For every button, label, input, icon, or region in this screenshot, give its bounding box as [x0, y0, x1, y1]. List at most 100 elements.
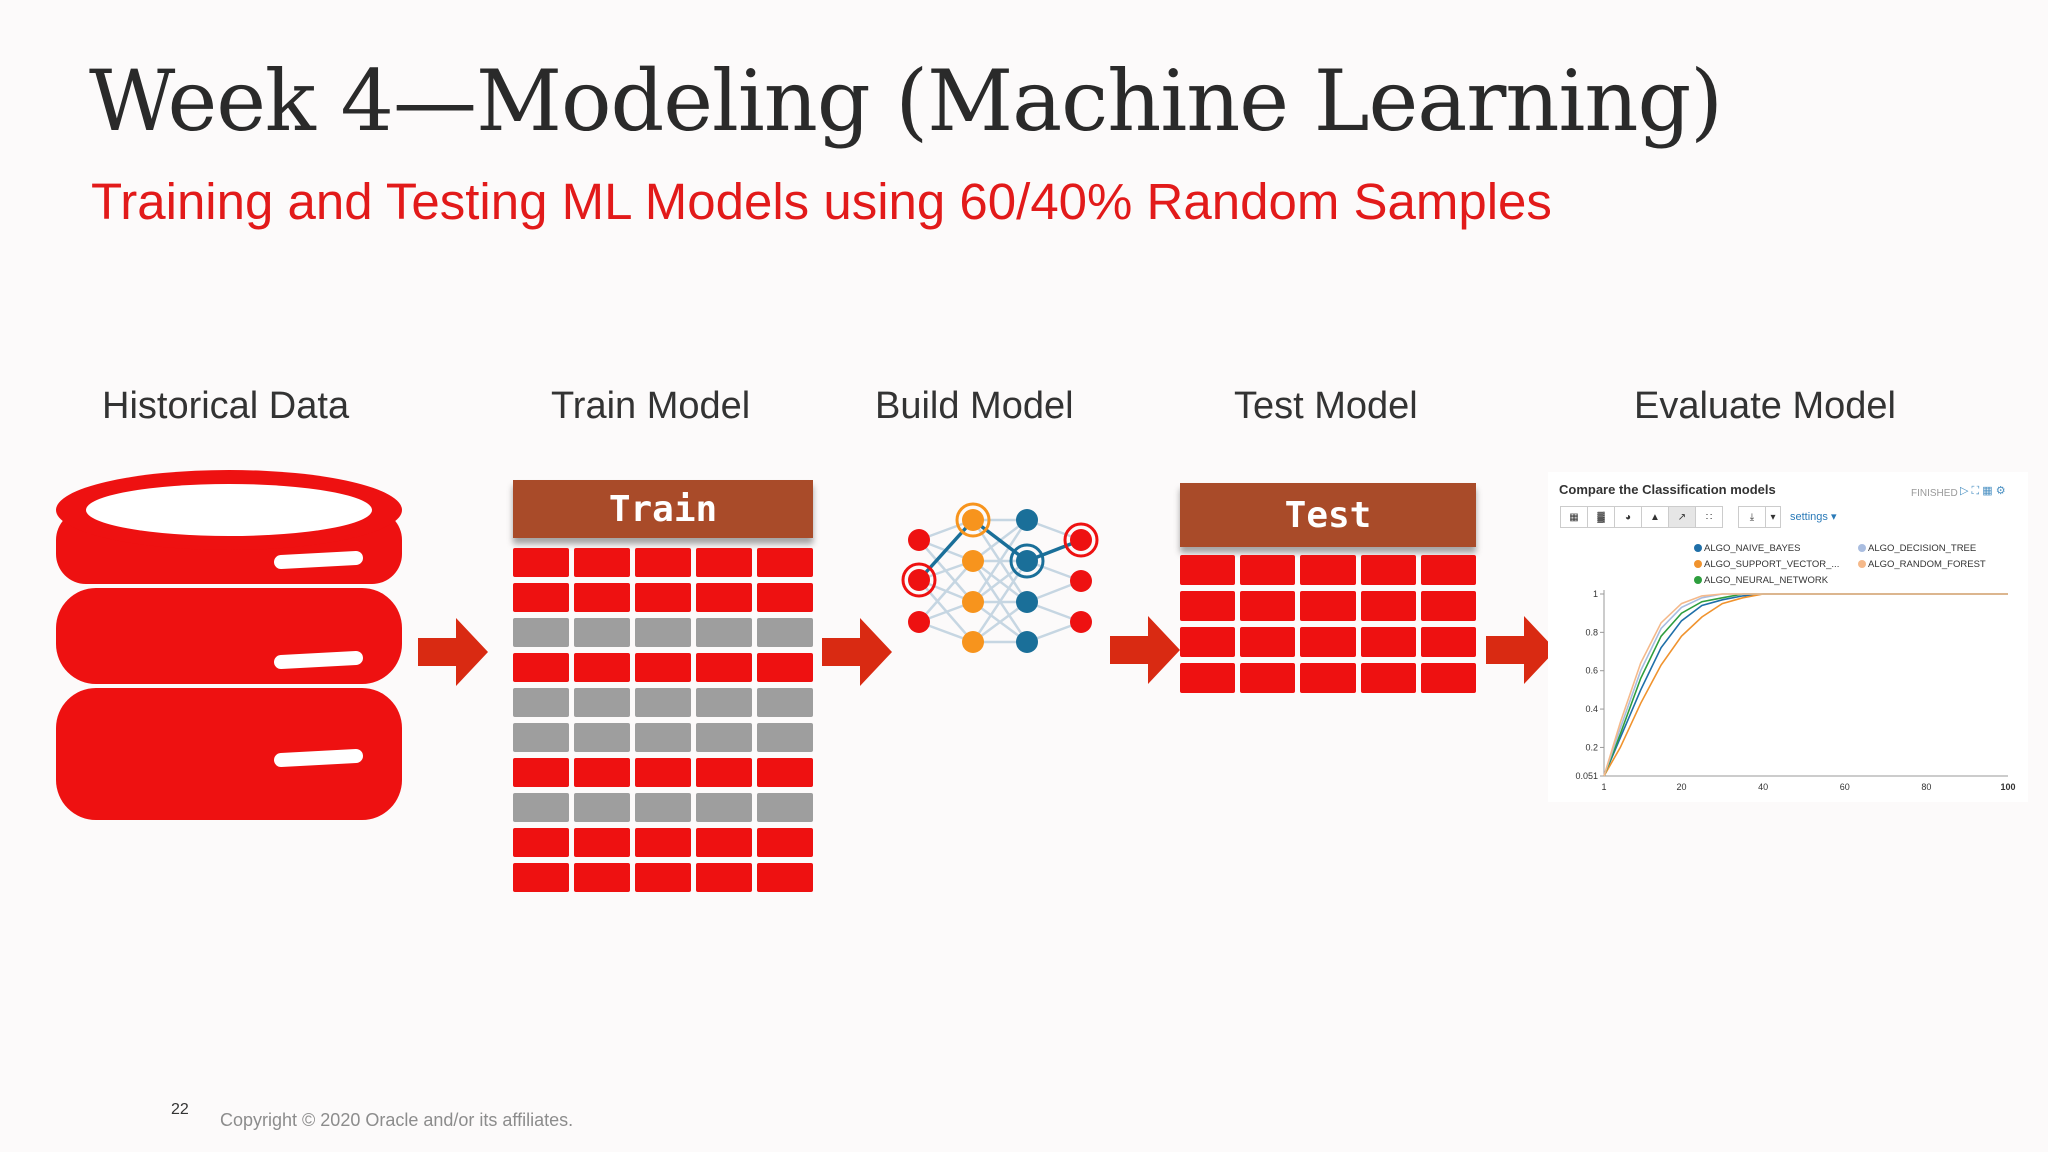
- table-cell: [1180, 591, 1236, 621]
- table-cell: [635, 653, 691, 682]
- table-cell: [696, 758, 752, 787]
- table-cell: [635, 793, 691, 822]
- table-cell: [757, 723, 813, 752]
- hide-icon[interactable]: ▦: [1982, 485, 1993, 497]
- y-tick-label: 0.4: [1585, 704, 1598, 714]
- table-cell: [513, 758, 569, 787]
- gear-icon[interactable]: ⚙: [1995, 485, 2006, 497]
- table-cell: [1360, 591, 1416, 621]
- table-cell: [757, 828, 813, 857]
- y-tick-label: 0.051: [1575, 771, 1598, 781]
- table-cell: [574, 688, 630, 717]
- train-data-table: [513, 548, 813, 892]
- series-line: [1603, 593, 2008, 777]
- table-icon[interactable]: ▦: [1560, 506, 1588, 528]
- table-cell: [757, 548, 813, 577]
- table-cell: [635, 723, 691, 752]
- table-cell: [574, 758, 630, 787]
- arrow-right-icon: [1110, 616, 1180, 684]
- table-cell: [757, 653, 813, 682]
- table-cell: [513, 618, 569, 647]
- step-label-build-model: Build Model: [875, 385, 1074, 427]
- legend-swatch: [1694, 544, 1702, 552]
- series-line: [1603, 593, 2008, 777]
- table-cell: [757, 688, 813, 717]
- table-cell: [1300, 663, 1356, 693]
- arrow-right-icon: [418, 618, 488, 686]
- legend-item: ALGO_NAIVE_BAYES: [1694, 543, 1800, 554]
- table-cell: [696, 653, 752, 682]
- table-cell: [1420, 555, 1476, 585]
- table-cell: [757, 618, 813, 647]
- series-line: [1603, 593, 2008, 777]
- panel-title: Compare the Classification models: [1559, 482, 1776, 497]
- legend-swatch: [1858, 544, 1866, 552]
- table-cell: [574, 653, 630, 682]
- legend-swatch: [1858, 560, 1866, 568]
- table-cell: [696, 583, 752, 612]
- table-cell: [513, 828, 569, 857]
- legend-item: ALGO_SUPPORT_VECTOR_...: [1694, 559, 1839, 570]
- table-cell: [757, 758, 813, 787]
- step-label-evaluate-model: Evaluate Model: [1634, 385, 1896, 427]
- arrow-right-icon: [822, 618, 892, 686]
- table-cell: [1360, 555, 1416, 585]
- table-cell: [635, 583, 691, 612]
- settings-link[interactable]: settings ▾: [1790, 511, 1837, 523]
- x-tick-label: 60: [1840, 782, 1850, 792]
- table-cell: [696, 828, 752, 857]
- table-cell: [635, 828, 691, 857]
- legend-label: ALGO_DECISION_TREE: [1868, 543, 1977, 554]
- table-cell: [1360, 627, 1416, 657]
- table-cell: [513, 863, 569, 892]
- scatter-chart-icon[interactable]: ∷: [1695, 506, 1723, 528]
- legend-item: ALGO_RANDOM_FOREST: [1858, 559, 1986, 570]
- database-icon: [56, 470, 402, 820]
- table-cell: [574, 723, 630, 752]
- table-cell: [696, 863, 752, 892]
- panel-tools: ▷ ⛶ ▦ ⚙: [1960, 484, 2006, 498]
- table-cell: [696, 793, 752, 822]
- legend-swatch: [1694, 560, 1702, 568]
- line-chart-icon[interactable]: ↗: [1668, 506, 1696, 528]
- step-label-historical-data: Historical Data: [102, 385, 350, 427]
- series-line: [1603, 593, 2008, 777]
- table-cell: [1240, 555, 1296, 585]
- download-toolbar: ⤓ ▾: [1738, 506, 1781, 528]
- legend-swatch: [1694, 576, 1702, 584]
- table-cell: [696, 688, 752, 717]
- run-icon[interactable]: ▷: [1960, 485, 1969, 497]
- legend-label: ALGO_RANDOM_FOREST: [1868, 559, 1986, 570]
- table-cell: [1300, 627, 1356, 657]
- table-cell: [513, 548, 569, 577]
- neural-network-icon: [901, 502, 1099, 653]
- arrow-right-icon: [1486, 616, 1556, 684]
- table-cell: [1420, 663, 1476, 693]
- table-cell: [513, 653, 569, 682]
- status-badge: FINISHED: [1911, 488, 1958, 499]
- table-cell: [513, 793, 569, 822]
- table-cell: [1360, 663, 1416, 693]
- table-cell: [574, 548, 630, 577]
- x-tick-label: 1: [1601, 782, 1606, 792]
- table-cell: [757, 793, 813, 822]
- y-tick-label: 0.6: [1585, 666, 1598, 676]
- table-cell: [1240, 663, 1296, 693]
- evaluation-panel: Compare the Classification models FINISH…: [1548, 472, 2028, 802]
- table-cell: [696, 723, 752, 752]
- x-tick-label: 20: [1677, 782, 1687, 792]
- copyright-notice: Copyright © 2020 Oracle and/or its affil…: [220, 1110, 574, 1130]
- chevron-down-icon[interactable]: ▾: [1765, 506, 1781, 528]
- table-cell: [1240, 627, 1296, 657]
- legend-label: ALGO_NEURAL_NETWORK: [1704, 575, 1829, 586]
- slide-subtitle: Training and Testing ML Models using 60/…: [91, 173, 1552, 230]
- area-chart-icon[interactable]: ▲: [1641, 506, 1669, 528]
- table-cell: [757, 583, 813, 612]
- page-number: 22: [171, 1101, 189, 1118]
- table-cell: [635, 863, 691, 892]
- legend-label: ALGO_SUPPORT_VECTOR_...: [1704, 559, 1840, 570]
- expand-icon[interactable]: ⛶: [1971, 485, 1980, 497]
- x-tick-label: 100: [2000, 782, 2015, 792]
- table-cell: [513, 688, 569, 717]
